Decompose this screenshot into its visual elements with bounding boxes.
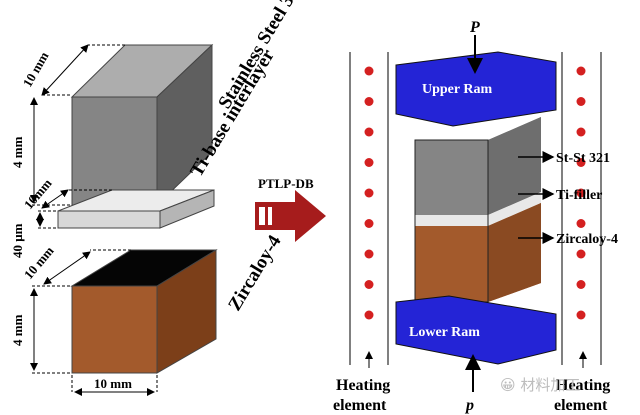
heater-dot-right bbox=[576, 127, 586, 137]
steel-height-label: 4 mm bbox=[10, 136, 25, 168]
ti-thickness-label: 40 μm bbox=[10, 223, 25, 258]
zircaloy-dimensions bbox=[30, 249, 158, 396]
ti-depth-label: 10mm bbox=[21, 176, 55, 212]
heater-dot-left bbox=[364, 219, 374, 228]
lower-force-label: p bbox=[464, 397, 474, 414]
steel-block bbox=[70, 43, 214, 207]
st-callout-label: St-St 321 bbox=[556, 151, 610, 166]
zr-callout-label: Zircaloy-4 bbox=[556, 232, 618, 247]
zircaloy-block bbox=[70, 249, 218, 374]
heating-right-label-2: element bbox=[554, 397, 608, 414]
zircaloy-width-label: 10 mm bbox=[94, 376, 132, 391]
heater-dot-left bbox=[364, 249, 374, 259]
zircaloy-depth-label: 10 mm bbox=[21, 243, 57, 282]
process-arrow bbox=[255, 190, 326, 242]
upper-force-label: P bbox=[469, 19, 480, 36]
heater-dot-right bbox=[576, 188, 586, 198]
heater-dot-left bbox=[364, 188, 374, 198]
heater-dot-right bbox=[576, 97, 586, 106]
heater-dot-right bbox=[576, 249, 586, 259]
stack-specimen bbox=[414, 117, 541, 303]
watermark: 😀 材料加工 bbox=[500, 376, 580, 394]
heater-dot-left bbox=[364, 158, 374, 167]
heater-dot-left bbox=[364, 66, 374, 76]
heating-element-left bbox=[349, 52, 389, 365]
ti-dimensions bbox=[36, 189, 112, 229]
ti-callout-label: Ti-filler bbox=[556, 188, 602, 203]
heating-right-label-1: Heating bbox=[556, 377, 610, 394]
heater-dot-right bbox=[576, 310, 586, 320]
zircaloy-label: Zircaloy-4 bbox=[224, 231, 286, 314]
heater-dot-left bbox=[364, 310, 374, 320]
heater-dot-right bbox=[576, 280, 586, 289]
heater-dot-left bbox=[364, 97, 374, 106]
heating-left-label-1: Heating bbox=[336, 377, 390, 394]
heater-dot-left bbox=[364, 280, 374, 289]
process-label: PTLP-DB bbox=[258, 176, 314, 191]
upper-ram bbox=[395, 51, 557, 127]
lower-ram bbox=[395, 295, 557, 365]
heater-dot-right bbox=[576, 219, 586, 228]
heating-left-label-2: element bbox=[333, 397, 387, 414]
heating-element-right bbox=[561, 52, 602, 365]
zircaloy-height-label: 4 mm bbox=[10, 314, 25, 346]
heater-dot-right bbox=[576, 66, 586, 76]
lower-ram-label: Lower Ram bbox=[409, 325, 480, 340]
heater-dot-left bbox=[364, 127, 374, 137]
heater-dots bbox=[364, 66, 586, 320]
heater-dot-right bbox=[576, 158, 586, 167]
steel-depth-label: 10 mm bbox=[20, 49, 52, 89]
ti-interlayer bbox=[57, 189, 215, 229]
upper-ram-label: Upper Ram bbox=[422, 82, 492, 97]
